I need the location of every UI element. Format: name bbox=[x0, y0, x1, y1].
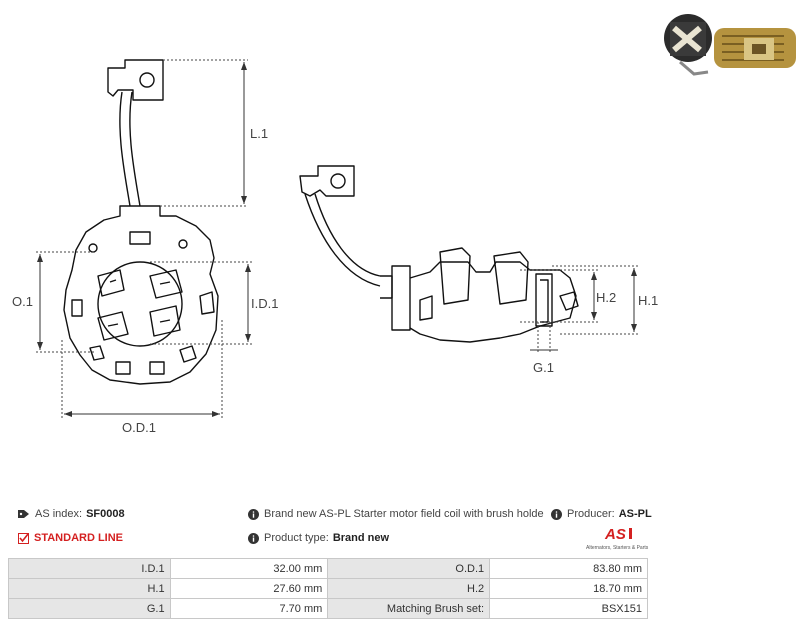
info-icon bbox=[248, 532, 259, 544]
dim-label-h1: H.1 bbox=[638, 293, 658, 308]
producer-value: AS-PL bbox=[618, 508, 652, 520]
producer-label: Producer: bbox=[567, 508, 615, 520]
spec-key: H.1 bbox=[8, 578, 171, 599]
dim-label-h2: H.2 bbox=[596, 290, 616, 305]
table-row: G.1 7.70 mm Matching Brush set: BSX151 bbox=[8, 598, 648, 619]
spec-key: Matching Brush set: bbox=[327, 598, 491, 619]
tag-icon bbox=[18, 510, 29, 518]
product-photo bbox=[660, 6, 800, 84]
spec-value: 83.80 mm bbox=[489, 558, 648, 579]
description: Brand new AS-PL Starter motor field coil… bbox=[248, 508, 544, 520]
product-type-label: Product type: bbox=[264, 532, 329, 544]
side-lead-wire bbox=[304, 193, 381, 287]
spec-value: 18.70 mm bbox=[489, 578, 648, 599]
table-row: H.1 27.60 mm H.2 18.70 mm bbox=[8, 578, 648, 599]
dim-label-o1: O.1 bbox=[12, 294, 33, 309]
info-icon bbox=[248, 508, 259, 520]
logo-mark: AS bbox=[604, 526, 626, 543]
spec-key: O.D.1 bbox=[327, 558, 491, 579]
spec-value: BSX151 bbox=[489, 598, 648, 619]
product-type: Product type: Brand new bbox=[248, 532, 389, 544]
standard-line: STANDARD LINE bbox=[18, 532, 123, 544]
standard-line-label: STANDARD LINE bbox=[34, 532, 124, 544]
dim-label-od1: O.D.1 bbox=[122, 420, 156, 435]
side-body bbox=[391, 265, 411, 331]
spec-value: 27.60 mm bbox=[169, 578, 329, 599]
as-index-label: AS index: bbox=[35, 508, 83, 520]
checkbox-icon bbox=[18, 532, 29, 544]
producer: Producer: AS-PL bbox=[551, 508, 652, 520]
spec-key: I.D.1 bbox=[8, 558, 171, 579]
spec-table: I.D.1 32.00 mm O.D.1 83.80 mm H.1 27.60 … bbox=[8, 558, 648, 619]
side-terminal-lug bbox=[299, 165, 355, 197]
spec-key: G.1 bbox=[8, 598, 171, 619]
description-text: Brand new AS-PL Starter motor field coil… bbox=[264, 508, 544, 520]
table-row: I.D.1 32.00 mm O.D.1 83.80 mm bbox=[8, 558, 648, 579]
dim-label-l1: L.1 bbox=[250, 126, 268, 141]
brush-plate bbox=[63, 205, 219, 385]
lead-wire bbox=[119, 91, 131, 207]
terminal-lug bbox=[107, 59, 164, 101]
product-type-value: Brand new bbox=[332, 532, 390, 544]
technical-drawing: L.1 O.1 I.D.1 O.D.1 H.1 H.2 G.1 bbox=[12, 59, 658, 435]
as-pl-logo: AS Alternators, Starters & Parts bbox=[586, 526, 649, 551]
dim-label-id1: I.D.1 bbox=[251, 296, 278, 311]
spec-key: H.2 bbox=[327, 578, 491, 599]
spec-value: 7.70 mm bbox=[169, 598, 329, 619]
as-index: AS index: SF0008 bbox=[18, 508, 125, 520]
spec-value: 32.00 mm bbox=[169, 558, 329, 579]
info-icon bbox=[551, 508, 562, 520]
logo-tagline: Alternators, Starters & Parts bbox=[586, 545, 649, 551]
as-index-value: SF0008 bbox=[86, 508, 125, 520]
lug-hole bbox=[139, 72, 155, 88]
dim-label-g1: G.1 bbox=[533, 360, 554, 375]
